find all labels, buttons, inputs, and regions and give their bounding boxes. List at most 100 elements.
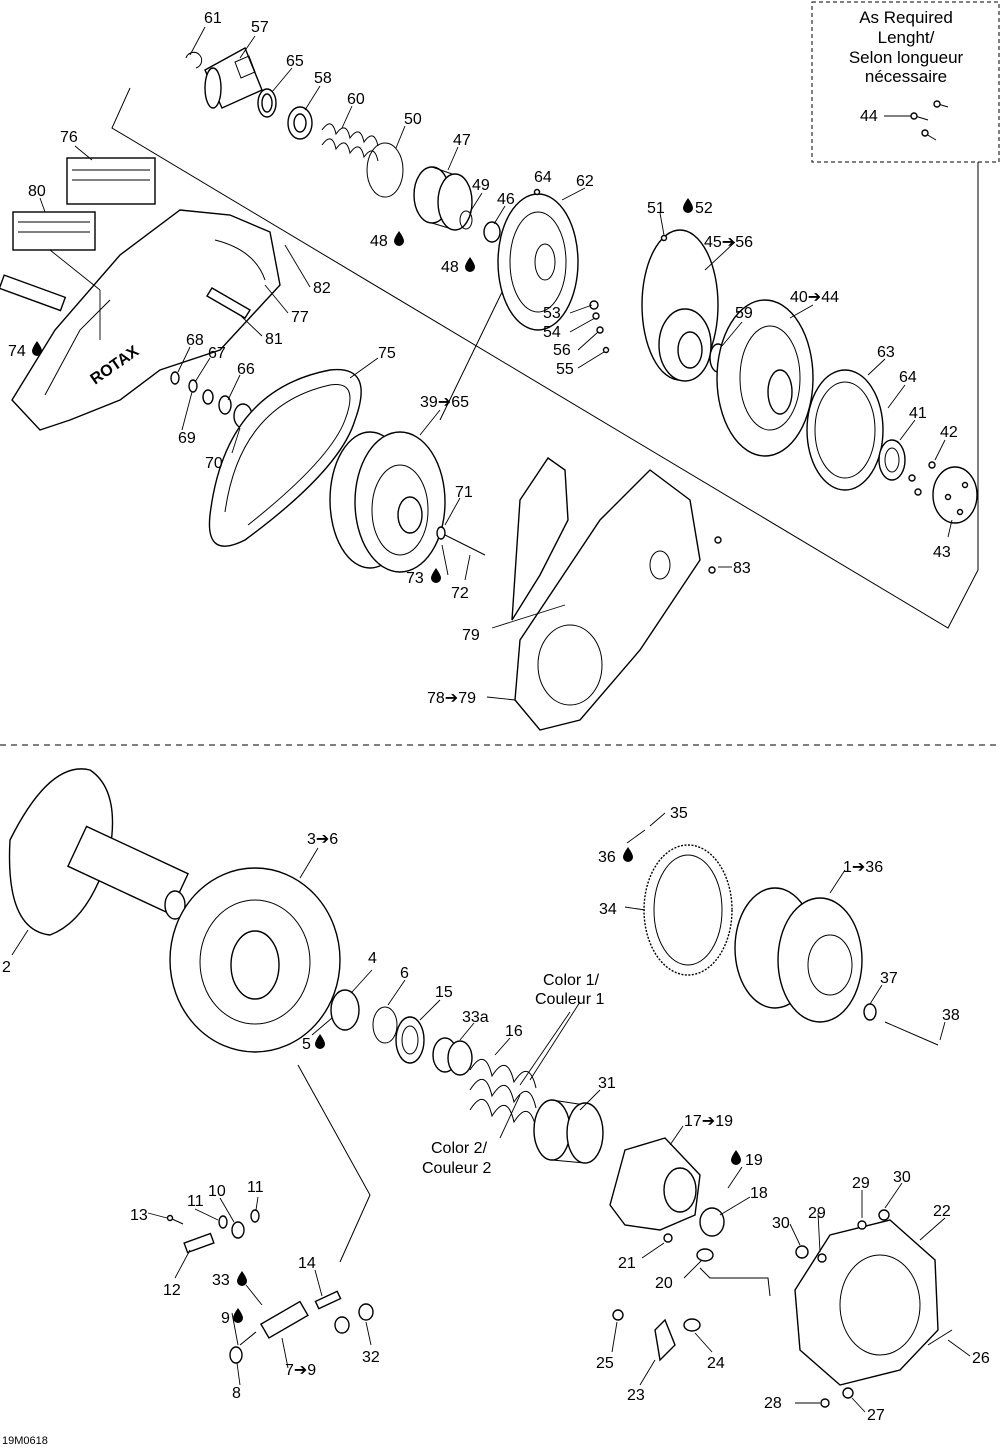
callout-66: 66 <box>237 361 255 378</box>
callout-14: 14 <box>298 1255 316 1272</box>
seal-41 <box>878 439 906 481</box>
washer-65 <box>257 88 277 118</box>
callout-47: 47 <box>453 132 471 149</box>
bushing-46 <box>483 221 501 243</box>
callout-19: 19 <box>745 1152 763 1169</box>
callout-60: 60 <box>347 91 365 108</box>
callout-10: 10 <box>208 1183 226 1200</box>
callout-27: 27 <box>867 1407 885 1424</box>
seal-15 <box>395 1016 425 1064</box>
callout-81: 81 <box>265 331 283 348</box>
callout-64b: 64 <box>899 369 917 386</box>
callout-30a: 30 <box>772 1215 790 1232</box>
callout-13: 13 <box>130 1207 148 1224</box>
callout-9: 9 <box>221 1310 230 1327</box>
callout-37: 37 <box>880 970 898 987</box>
callout-29b: 29 <box>852 1175 870 1192</box>
callout-16: 16 <box>505 1023 523 1040</box>
callout-20: 20 <box>655 1275 673 1292</box>
cover-62 <box>497 193 579 331</box>
callout-82: 82 <box>313 280 331 297</box>
ring-61 <box>185 51 203 69</box>
assembly-reference-lower <box>699 1267 771 1297</box>
fixed-sheave-2 <box>8 768 189 936</box>
callout-75: 75 <box>378 345 396 362</box>
callout-59: 59 <box>735 305 753 322</box>
bolt-44-set <box>910 100 949 141</box>
callout-6: 6 <box>400 965 409 982</box>
leader-lines <box>11 26 971 1413</box>
grease-drop-icon <box>237 1271 247 1286</box>
note-box <box>811 1 1000 163</box>
sleeve-47 <box>413 166 473 231</box>
callout-73: 73 <box>406 570 424 587</box>
callout-31: 31 <box>598 1075 616 1092</box>
callout-33a: 33a <box>462 1009 489 1026</box>
bolt-72 <box>436 526 486 556</box>
clip-49 <box>459 210 473 230</box>
callout-18: 18 <box>750 1185 768 1202</box>
callout-11a: 11 <box>187 1193 204 1210</box>
note-line-1: As Required <box>859 8 953 27</box>
decal-76 <box>66 157 156 205</box>
callout-22: 22 <box>933 1203 951 1220</box>
callout-76: 76 <box>60 129 78 146</box>
hinge-81 <box>206 287 251 319</box>
bushing-4 <box>330 989 360 1031</box>
drive-pulley-1-36 <box>734 887 863 1023</box>
callout-46: 46 <box>497 191 515 208</box>
belt-guard-77: ROTAX <box>11 209 281 431</box>
callout-35: 35 <box>670 805 688 822</box>
sheave-45-56 <box>641 229 719 382</box>
callout-23: 23 <box>627 1387 645 1404</box>
callout-7-9: 7➔9 <box>285 1362 316 1379</box>
callout-45-56: 45➔56 <box>704 234 753 251</box>
color-note-1a: Color 1/ <box>543 972 600 989</box>
callout-12: 12 <box>163 1282 181 1299</box>
bushing-18 <box>699 1207 725 1237</box>
assembly-arrow <box>297 1064 371 1263</box>
callout-52: 52 <box>695 200 713 217</box>
sheave-40-44 <box>716 299 814 457</box>
spring-60 <box>321 123 379 162</box>
callout-21: 21 <box>618 1255 636 1272</box>
drive-belt-75 <box>208 368 362 547</box>
spider-17-19 <box>609 1137 701 1231</box>
callout-39-65: 39➔65 <box>420 394 469 411</box>
note-line-2: Lenght/ <box>878 28 935 47</box>
bushing-58 <box>287 106 313 140</box>
callout-30b: 30 <box>893 1169 911 1186</box>
sleeve-31 <box>533 1099 604 1164</box>
inner-cover-78-79 <box>511 457 701 731</box>
callout-38: 38 <box>942 1007 960 1024</box>
callout-58: 58 <box>314 70 332 87</box>
callout-63: 63 <box>877 344 895 361</box>
callout-34: 34 <box>599 901 617 918</box>
note-line-4: nécessaire <box>865 67 947 86</box>
grease-drop-icon <box>233 1308 243 1323</box>
callout-32: 32 <box>362 1349 380 1366</box>
decal-80 <box>12 211 96 251</box>
movable-sheave-3-6 <box>169 867 341 1053</box>
callout-41: 41 <box>909 405 927 422</box>
washer-42 <box>908 461 936 496</box>
callout-80: 80 <box>28 183 46 200</box>
fastener-83a <box>714 536 722 544</box>
grease-drop-icon <box>32 341 42 356</box>
callout-51: 51 <box>647 200 665 217</box>
roller-assembly-7-14 <box>166 1209 374 1364</box>
ring-6 <box>372 1006 398 1044</box>
color-note-2a: Color 2/ <box>431 1140 488 1157</box>
callout-68: 68 <box>186 332 204 349</box>
grease-drop-icon <box>623 847 633 862</box>
color-note-1b: Couleur 1 <box>535 991 604 1008</box>
callout-33: 33 <box>212 1272 230 1289</box>
callout-48b: 48 <box>441 259 459 276</box>
callout-43: 43 <box>933 544 951 561</box>
cover-22 <box>794 1219 939 1386</box>
callout-53: 53 <box>543 305 561 322</box>
grease-drop-icon <box>683 198 693 213</box>
callout-77: 77 <box>291 309 309 326</box>
callout-15: 15 <box>435 984 453 1001</box>
